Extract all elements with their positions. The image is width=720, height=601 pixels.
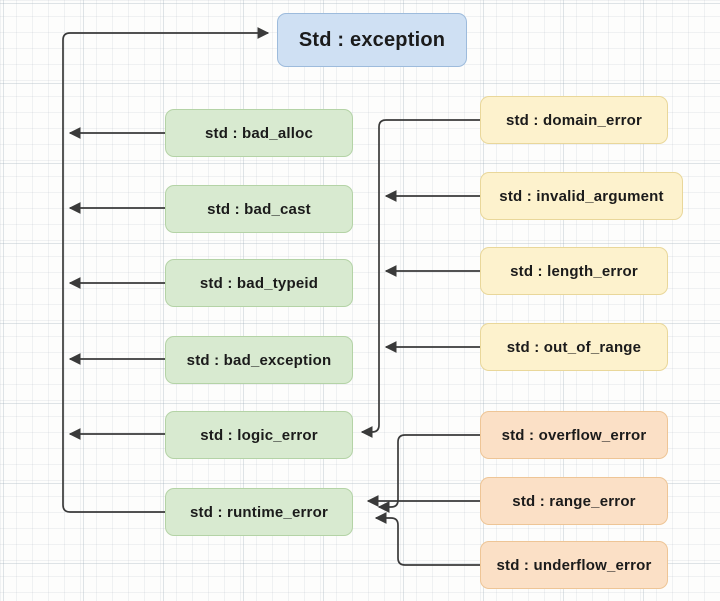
node-label: std : domain_error: [505, 111, 643, 129]
node-label: std : logic_error: [200, 426, 318, 444]
node-std-range-error[interactable]: std : range_error: [480, 477, 668, 525]
edge-overflow-error-to-runtime: [377, 434, 480, 513]
edge-domain-error-to-trunk: [360, 119, 480, 438]
node-std-underflow-error[interactable]: std : underflow_error: [480, 541, 668, 589]
node-std-domain-error[interactable]: std : domain_error: [480, 96, 668, 144]
node-label: std : underflow_error: [496, 556, 652, 574]
node-label: std : overflow_error: [501, 426, 647, 444]
node-std-overflow-error[interactable]: std : overflow_error: [480, 411, 668, 459]
node-label: std : range_error: [512, 492, 636, 510]
edge-trunk-to-exception: [62, 27, 270, 133]
node-std-bad-typeid[interactable]: std : bad_typeid: [165, 259, 353, 307]
node-label: Std : exception: [298, 28, 446, 51]
node-label: std : out_of_range: [506, 338, 642, 356]
node-std-exception[interactable]: Std : exception: [277, 13, 467, 67]
node-label: std : bad_alloc: [204, 124, 314, 142]
node-std-invalid-argument[interactable]: std : invalid_argument: [480, 172, 683, 220]
node-std-bad-exception[interactable]: std : bad_exception: [165, 336, 353, 384]
node-std-bad-alloc[interactable]: std : bad_alloc: [165, 109, 353, 157]
node-std-out-of-range[interactable]: std : out_of_range: [480, 323, 668, 371]
node-std-logic-error[interactable]: std : logic_error: [165, 411, 353, 459]
edge-trunk-spine: [62, 133, 165, 513]
node-label: std : bad_typeid: [199, 274, 319, 292]
node-label: std : runtime_error: [190, 503, 328, 521]
node-label: std : bad_exception: [186, 351, 332, 369]
node-label: std : invalid_argument: [499, 187, 664, 205]
node-std-runtime-error[interactable]: std : runtime_error: [165, 488, 353, 536]
node-std-bad-cast[interactable]: std : bad_cast: [165, 185, 353, 233]
node-label: std : length_error: [510, 262, 638, 280]
node-std-length-error[interactable]: std : length_error: [480, 247, 668, 295]
edge-underflow-error-to-runtime: [374, 512, 480, 566]
node-label: std : bad_cast: [207, 200, 311, 218]
